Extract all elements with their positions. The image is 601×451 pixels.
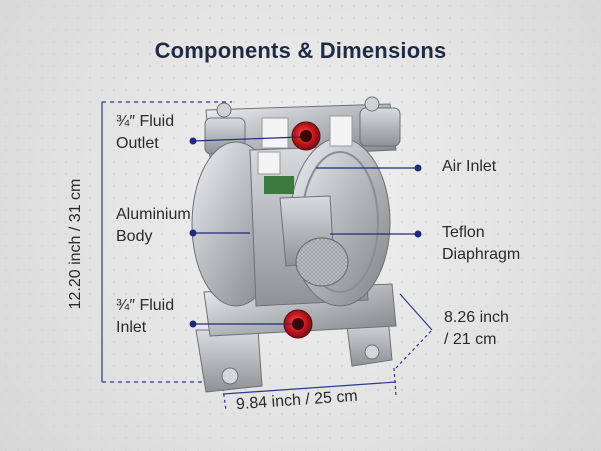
- label-air-inlet: Air Inlet: [442, 158, 497, 175]
- width-dim-line: [222, 381, 397, 395]
- callout-inlet-dot: [189, 320, 197, 328]
- dimension-guides: [101, 101, 433, 411]
- callouts: [189, 136, 422, 328]
- callout-outlet-line: [192, 136, 301, 142]
- callout-diaphragm-dot: [414, 230, 422, 238]
- callout-body-dot: [189, 229, 197, 237]
- pump-image: [191, 96, 401, 393]
- label-fluid-inlet: ¾″ Fluid Inlet: [116, 297, 175, 336]
- label-aluminium-body: Aluminium Body: [116, 206, 191, 245]
- label-teflon-diaphragm: Teflon Diaphragm: [442, 224, 521, 263]
- callout-outlet-dot: [189, 137, 197, 145]
- label-fluid-outlet: ¾″ Fluid Outlet: [116, 113, 175, 152]
- depth-dimension: 8.26 inch / 21 cm: [444, 309, 509, 348]
- page-title: Components & Dimensions: [154, 38, 447, 63]
- depth-dim-line: [399, 293, 433, 331]
- depth-guide-bottom: [395, 329, 433, 369]
- width-left-guide: [221, 381, 227, 411]
- callout-air-dot: [414, 164, 422, 172]
